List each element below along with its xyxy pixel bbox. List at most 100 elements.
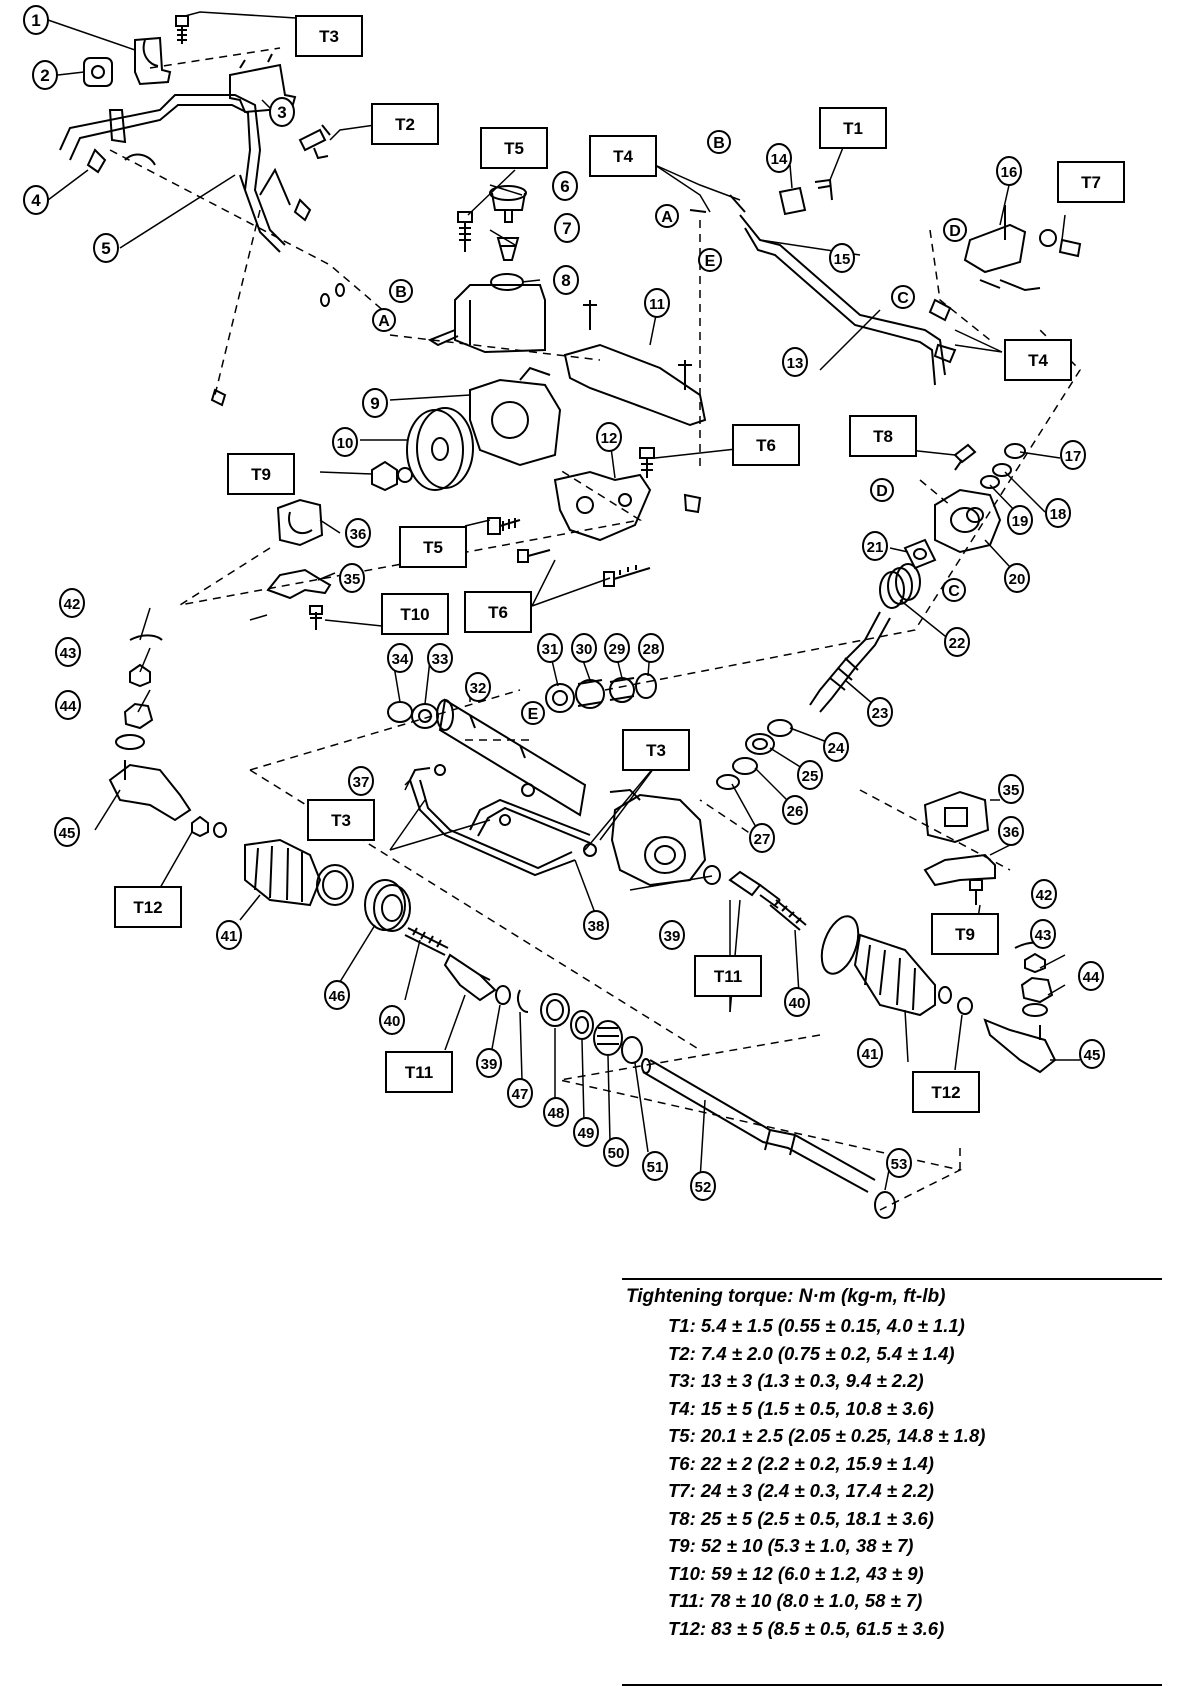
part-number-circle (766, 143, 792, 173)
part-number-circle (886, 1148, 912, 1178)
torque-box-t6: T6 (464, 591, 532, 633)
lock-nut-drawing (191, 815, 227, 838)
part-number-circle (596, 422, 622, 452)
legend-title: Tightening torque: N·m (kg-m, ft-lb) (626, 1286, 946, 1307)
part-number-11: 11 (644, 288, 670, 318)
part-number-text: 43 (60, 645, 77, 662)
power-cylinder-drawing (387, 698, 587, 817)
connection-letter-circle (655, 204, 679, 228)
connection-letter-text: D (876, 483, 888, 500)
part-number-36: 36 (345, 518, 371, 548)
torque-legend: Tightening torque: N·m (kg-m, ft-lb) T1:… (622, 1278, 1162, 1686)
clamp-rubber-drawing (276, 498, 324, 547)
part-number-text: 41 (862, 1046, 879, 1063)
part-number-text: 46 (329, 988, 346, 1005)
legend-rows: T1: 5.4 ± 1.5 (0.55 ± 0.15, 4.0 ± 1.1) T… (668, 1312, 1162, 1642)
part-number-circle (829, 243, 855, 273)
part-number-17: 17 (1060, 440, 1086, 470)
torque-box-frame (931, 913, 999, 955)
part-number-31: 31 (537, 633, 563, 663)
torque-box-frame (480, 127, 548, 169)
inner-tie-rod-drawing (728, 870, 781, 909)
torque-box-label: T3 (331, 811, 351, 830)
legend-row-t8: T8: 25 ± 5 (2.5 ± 0.5, 18.1 ± 3.6) (668, 1507, 934, 1529)
part-number-18: 18 (1045, 498, 1071, 528)
torque-box-label: T11 (405, 1063, 433, 1082)
torque-box-frame (307, 799, 375, 841)
tie-rod-end-drawing (769, 899, 807, 931)
connection-letter-circle (870, 478, 894, 502)
torque-box-t5: T5 (480, 127, 548, 169)
part-number-44: 44 (1078, 961, 1104, 991)
part-number-text: 12 (601, 430, 618, 447)
torque-box-t3: T3 (307, 799, 375, 841)
part-number-9: 9 (362, 388, 388, 418)
torque-box-frame (385, 1051, 453, 1093)
connection-letter-text: B (395, 284, 407, 301)
part-number-text: 52 (695, 1179, 712, 1196)
rubber-cushion-drawing (83, 57, 113, 87)
part-number-circle (1030, 919, 1056, 949)
connection-letter-e: E (521, 701, 545, 725)
part-number-text: 44 (1083, 969, 1100, 986)
part-number-circle (797, 760, 823, 790)
part-number-1: 1 (23, 5, 49, 35)
part-number-47: 47 (507, 1078, 533, 1108)
part-number-circle (23, 185, 49, 215)
part-number-circle (782, 347, 808, 377)
torque-box-t11: T11 (385, 1051, 453, 1093)
part-number-46: 46 (324, 980, 350, 1010)
part-number-text: 8 (561, 271, 570, 290)
part-number-circle (269, 97, 295, 127)
torque-box-t4: T4 (1004, 339, 1072, 381)
part-number-41: 41 (857, 1038, 883, 1068)
part-number-text: 16 (1001, 164, 1018, 181)
part-number-28: 28 (638, 633, 664, 663)
part-number-text: 21 (867, 539, 884, 556)
part-number-text: 5 (101, 239, 110, 258)
part-number-circle (1079, 1039, 1105, 1069)
part-number-42: 42 (59, 588, 85, 618)
part-number-52: 52 (690, 1171, 716, 1201)
part-number-text: 19 (1012, 513, 1029, 530)
part-number-text: 4 (31, 191, 41, 210)
connection-letter-text: E (705, 253, 716, 270)
pulley-drawing (406, 407, 474, 491)
torque-box-label: T6 (488, 603, 508, 622)
part-number-text: 47 (512, 1086, 529, 1103)
torque-box-t10: T10 (381, 593, 449, 635)
part-number-circle (644, 288, 670, 318)
legend-row-t6: T6: 22 ± 2 (2.2 ± 0.2, 15.9 ± 1.4) (668, 1452, 934, 1474)
part-number-text: 1 (31, 11, 40, 30)
connection-letter-c: C (942, 578, 966, 602)
part-number-circle (387, 643, 413, 673)
part-number-labels: 1234567891011121314151617181920212223242… (23, 5, 1105, 1201)
part-number-24: 24 (823, 732, 849, 762)
part-number-circle (476, 1048, 502, 1078)
connection-letter-circle (389, 279, 413, 303)
part-number-45: 45 (1079, 1039, 1105, 1069)
part-number-text: 9 (370, 394, 379, 413)
part-number-33: 33 (427, 643, 453, 673)
part-number-circle (1004, 563, 1030, 593)
bolt-drawing (487, 517, 521, 535)
part-number-circle (32, 60, 58, 90)
torque-box-label: T9 (251, 465, 271, 484)
torque-box-t8: T8 (849, 415, 917, 457)
part-number-13: 13 (782, 347, 808, 377)
torque-box-t5: T5 (399, 526, 467, 568)
part-number-circle (54, 817, 80, 847)
part-number-text: 36 (1003, 824, 1020, 841)
part-number-text: 27 (754, 831, 771, 848)
part-number-text: 42 (64, 596, 81, 613)
torque-box-frame (381, 593, 449, 635)
torque-box-label: T4 (613, 147, 633, 166)
part-number-6: 6 (552, 171, 578, 201)
part-number-48: 48 (543, 1097, 569, 1127)
part-number-29: 29 (604, 633, 630, 663)
part-number-text: 42 (1036, 887, 1053, 904)
cylinder-pipes-drawing (409, 764, 597, 877)
part-number-circle (784, 987, 810, 1017)
part-number-text: 43 (1035, 927, 1052, 944)
